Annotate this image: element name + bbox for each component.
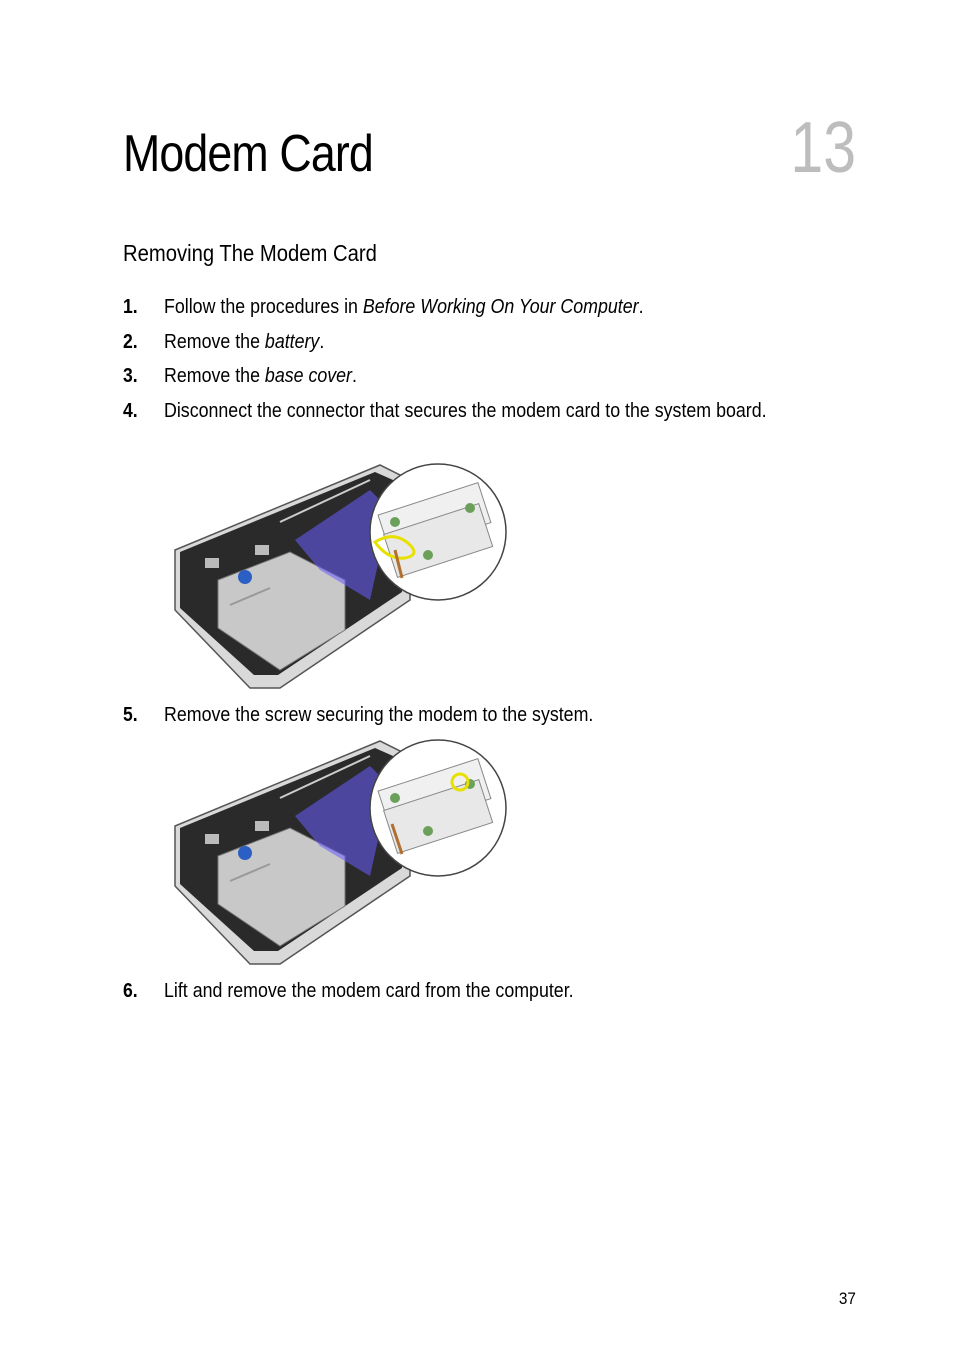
step-text: Remove the screw securing the modem to t… [164,704,594,726]
chapter-number: 13 [790,108,856,188]
page-number: 37 [838,1289,856,1308]
base-cover-link[interactable]: base cover [264,365,352,387]
step-text: Disconnect the connector that secures th… [164,400,767,422]
figure-remove-screw [174,739,507,965]
before-working-link[interactable]: Before Working On Your Computer [362,296,639,318]
step-text: Remove the battery. [164,331,325,353]
step-number: 6. [123,980,138,1002]
battery-link[interactable]: battery [264,331,320,353]
step-text: Remove the base cover. [164,365,357,387]
step-number: 4. [123,400,138,422]
step-text: Follow the procedures in Before Working … [164,296,644,318]
step-number: 3. [123,365,138,387]
step-number: 5. [123,704,138,726]
section-heading: Removing The Modem Card [123,240,377,266]
step-number: 2. [123,331,138,353]
chapter-title: Modem Card [123,125,374,183]
step-text: Lift and remove the modem card from the … [164,980,574,1002]
step-number: 1. [123,296,138,318]
figure-disconnect-connector [174,463,507,689]
